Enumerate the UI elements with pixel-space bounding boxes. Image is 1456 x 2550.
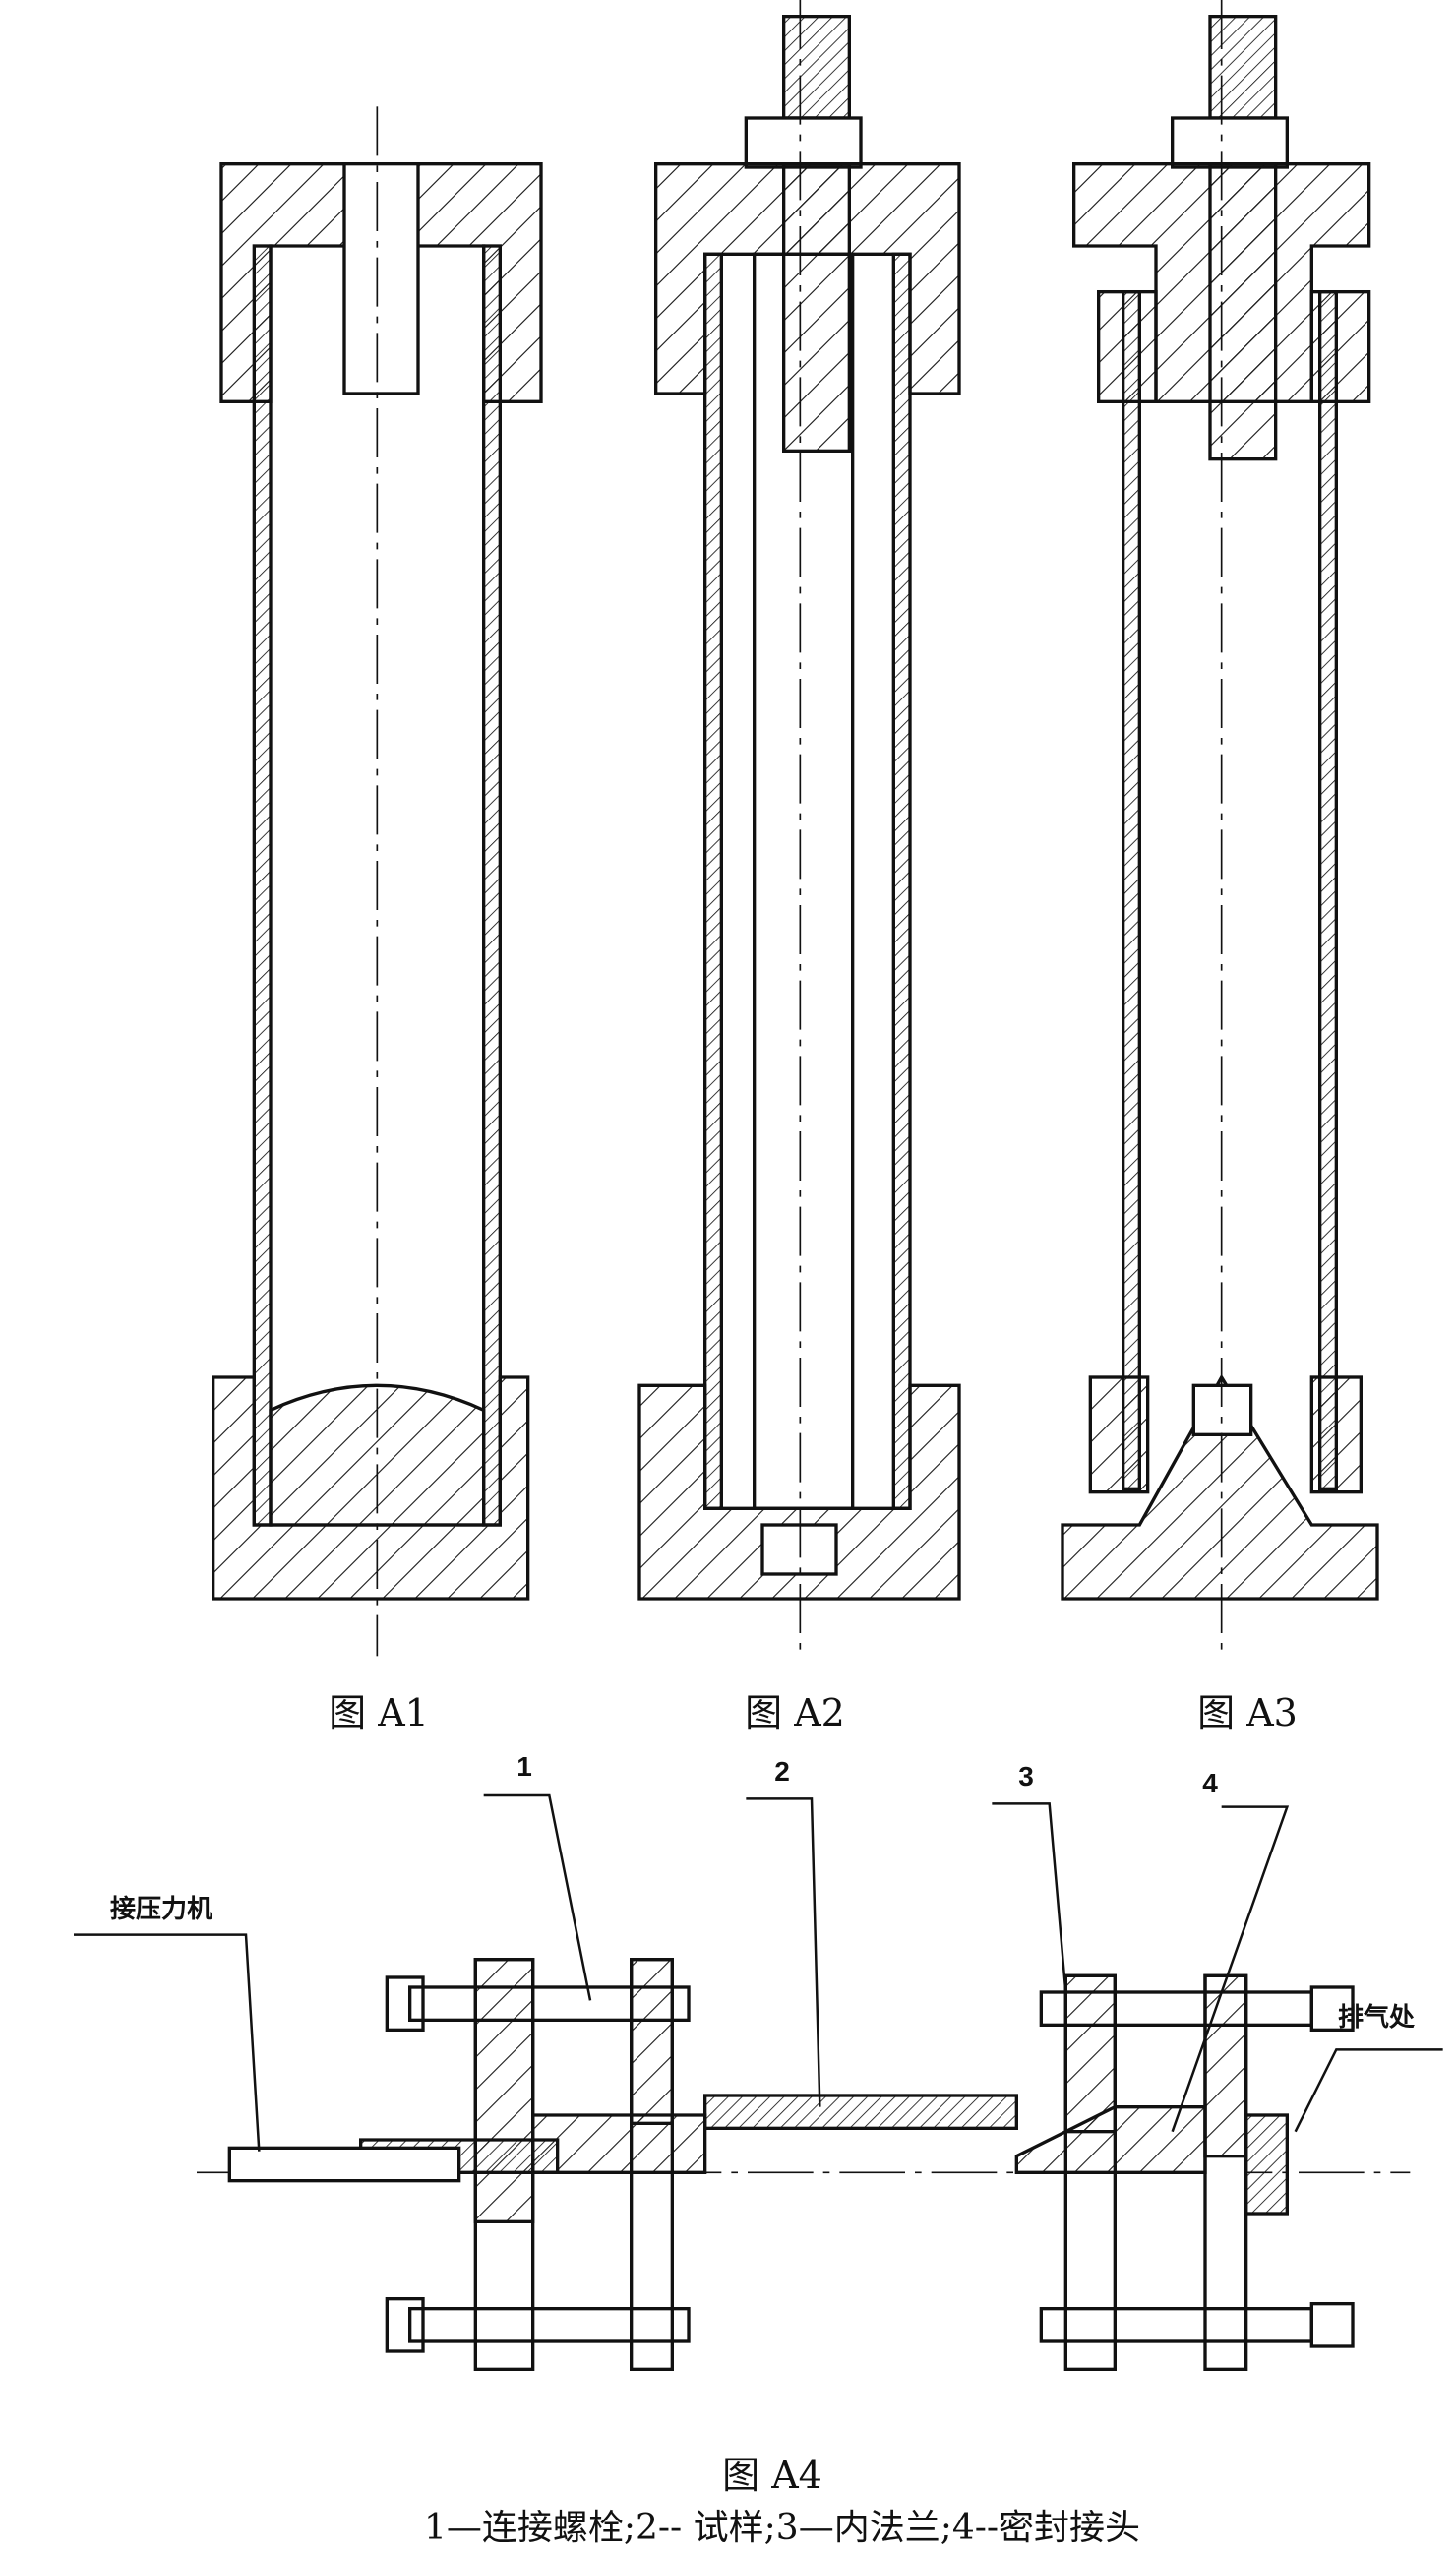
vent-label: 排气处 — [1338, 2003, 1416, 2033]
figure-a3-drawing — [1061, 0, 1379, 1657]
figure-a1-drawing — [212, 106, 543, 1657]
press-connection-label: 接压力机 — [110, 1895, 213, 1924]
figure-a2-caption: 图 A2 — [745, 1691, 845, 1734]
figure-a4-drawing — [74, 1793, 1443, 2371]
part-label-1: 1 — [516, 1751, 532, 1782]
figure-a4-caption: 图 A4 — [722, 2454, 822, 2497]
figure-a2-drawing — [637, 0, 961, 1657]
part-label-4: 4 — [1202, 1768, 1218, 1798]
parts-legend: 1—连接螺栓;2-- 试样;3—内法兰;4--密封接头 — [423, 2508, 1141, 2548]
part-label-2: 2 — [774, 1756, 790, 1787]
figure-a1-caption: 图 A1 — [329, 1691, 429, 1734]
figure-a3-caption: 图 A3 — [1197, 1691, 1298, 1734]
part-label-3: 3 — [1018, 1761, 1034, 1791]
